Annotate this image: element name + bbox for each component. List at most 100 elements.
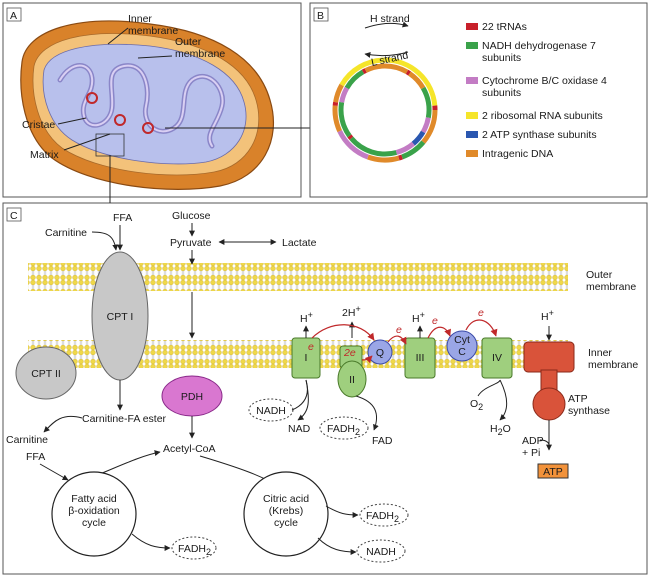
panel-a-tag: A <box>10 10 17 22</box>
genome-segment <box>364 63 386 73</box>
ffa-bottom-label: FFA <box>26 451 45 463</box>
complex-iv: IV <box>481 337 513 379</box>
legend-swatch <box>466 23 478 30</box>
panel-c-tag: C <box>10 210 18 222</box>
electron-label-ii: 2e <box>343 347 356 359</box>
genome-segment <box>339 86 350 103</box>
genome-segment <box>384 57 438 106</box>
atp-product: ATP <box>537 463 569 479</box>
svg-text:C: C <box>458 346 466 358</box>
genome-segment <box>421 109 438 144</box>
svg-text:ATP: ATP <box>543 466 563 478</box>
cofactor-fadh2-beta: FADH2 <box>171 536 217 560</box>
genome-segment <box>398 154 403 161</box>
lactate-label: Lactate <box>282 237 317 249</box>
cofactor-fadh2-krebs: FADH2 <box>359 503 409 527</box>
atp-synthase <box>523 341 575 421</box>
genome-segment <box>420 86 432 119</box>
mtdna-ring-icon <box>114 114 126 126</box>
carnitine-top-label: Carnitine <box>45 227 87 239</box>
panel-c-frame <box>2 202 648 575</box>
complex-ii: II <box>337 345 367 398</box>
carnitine-bottom-label: Carnitine <box>6 434 48 446</box>
electron-label-i: e <box>308 341 314 353</box>
genome-segment <box>408 71 426 90</box>
genome-segment <box>395 141 415 155</box>
genome-segment <box>384 63 409 75</box>
krebs-cycle-label: Citric acid(Krebs)cycle <box>263 493 309 529</box>
svg-text:Q: Q <box>376 347 384 359</box>
legend-swatch <box>466 150 478 157</box>
fad-label: FAD <box>372 435 393 447</box>
genome-segment <box>347 134 354 140</box>
genome-segment <box>349 136 398 157</box>
pdh-label: PDH <box>181 391 203 403</box>
ubiquinone-q: Q <box>367 339 393 365</box>
beta-oxidation-cycle <box>51 471 137 557</box>
h-plus-i: H+ <box>300 310 313 325</box>
cofactor-nadh-etc: NADH <box>248 398 294 422</box>
l-strand-arrow <box>364 51 409 58</box>
panel-a-tag-box <box>6 7 22 22</box>
complex-i: I <box>291 337 321 379</box>
legend-label: Intragenic DNA <box>482 148 553 160</box>
svg-text:FADH2: FADH2 <box>327 423 360 437</box>
genome-segment <box>332 105 342 133</box>
svg-text:II: II <box>349 374 355 386</box>
electron-label-cyt: e <box>478 307 484 319</box>
glucose-label: Glucose <box>172 210 211 222</box>
panel-c-tag-box <box>6 207 22 222</box>
cytochrome-c: Cyt C <box>446 330 478 362</box>
legend-swatch <box>466 131 478 138</box>
legend-swatch <box>466 42 478 49</box>
cpt2-label: CPT II <box>31 368 61 380</box>
genome-segment <box>420 117 431 134</box>
genome-segment <box>337 129 369 160</box>
genome-segment <box>361 68 367 75</box>
h-strand-arrow <box>364 21 409 29</box>
cofactor-fadh2-etc: FADH2 <box>319 416 369 440</box>
legend-swatch <box>466 112 478 119</box>
svg-text:NADH: NADH <box>366 546 396 558</box>
legend-label: 22 tRNAs <box>482 21 527 33</box>
legend-swatch <box>466 77 478 84</box>
svg-text:FADH2: FADH2 <box>178 543 211 557</box>
o2-label: O2 <box>470 398 483 412</box>
genome-segment <box>401 140 426 160</box>
mtdna-genome-ring <box>332 57 438 163</box>
panel-a-frame <box>2 2 302 198</box>
legend-label: 2 ATP synthase subunits <box>482 129 597 141</box>
legend-label: 2 ribosomal RNA subunits <box>482 110 603 122</box>
adp-pi-label: ADP+ Pi <box>522 435 544 459</box>
panel-b-tag-box <box>313 7 329 22</box>
mitochondrion-illustration <box>20 20 274 190</box>
h2o-label: H2O <box>490 423 511 437</box>
h-plus-atp: H+ <box>541 308 554 323</box>
svg-text:IV: IV <box>492 352 502 364</box>
electron-label-iii: e <box>432 315 438 327</box>
carnitine-fa-ester-label: Carnitine-FA ester <box>82 413 167 425</box>
svg-text:NADH: NADH <box>256 405 286 417</box>
ffa-top-label: FFA <box>113 212 132 224</box>
krebs-cycle <box>243 471 329 557</box>
panel-b-frame <box>309 2 648 198</box>
mtdna-ring-icon <box>142 122 154 134</box>
h-plus-iii: H+ <box>412 310 425 325</box>
genome-segment <box>344 69 365 90</box>
complex-iii: III <box>404 337 436 379</box>
two-h-plus: 2H+ <box>342 304 361 319</box>
svg-text:FADH2: FADH2 <box>366 510 399 524</box>
genome-segment <box>405 69 412 76</box>
panel-b-tag: B <box>317 10 324 22</box>
